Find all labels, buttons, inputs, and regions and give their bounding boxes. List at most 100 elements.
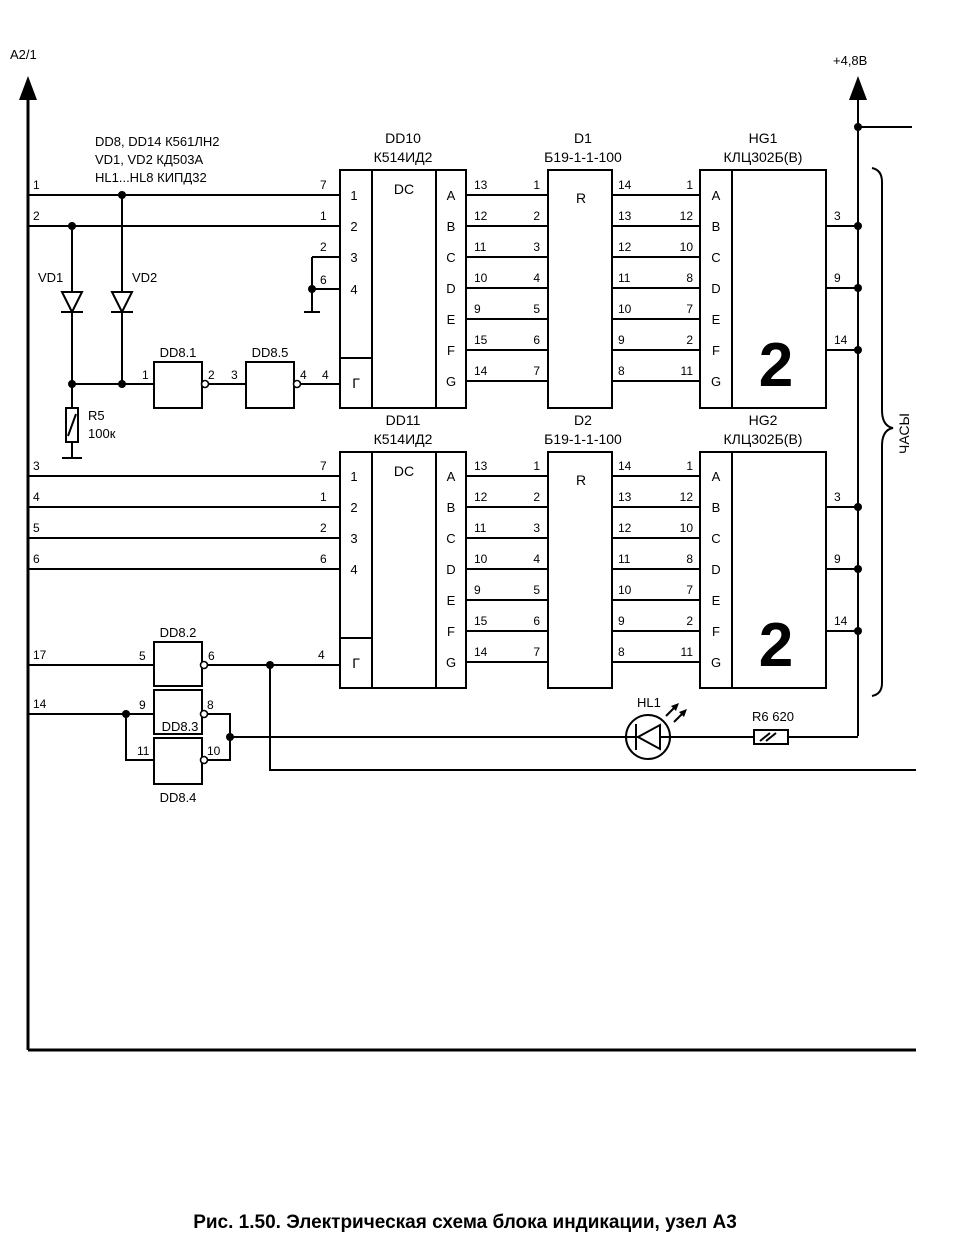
power-rail: +4,8В	[833, 53, 912, 736]
dd8-4-out: 10	[207, 744, 221, 758]
b2-r-in-pin-E: 5	[533, 583, 540, 597]
dd10-strobe-pin: 4	[322, 368, 329, 382]
line-label-17: 17	[33, 648, 47, 662]
b2-common-pin-2: 14	[834, 614, 848, 628]
b2-hg-seg-F: F	[712, 624, 720, 639]
gate-block-dd8: DD8.2 DD8.3 DD8.4 5 6 9 8 11 10	[137, 625, 221, 805]
b1-r-out-pin-B: 13	[618, 209, 632, 223]
b1-dc-pin-D: 10	[474, 271, 488, 285]
b2-hg-pin-B: 12	[680, 490, 694, 504]
dd8-5-in: 3	[231, 368, 238, 382]
diode-vd1: VD1	[38, 226, 84, 408]
b1-r-in-pin-E: 5	[533, 302, 540, 316]
b2-hg-seg-A: A	[712, 469, 721, 484]
d1-func: R	[576, 190, 586, 206]
b1-r-in-pin-G: 7	[533, 364, 540, 378]
dd11-strobe: Г	[352, 655, 360, 671]
dd8-3-out: 8	[207, 698, 214, 712]
b1-r-out-pin-G: 8	[618, 364, 625, 378]
left-bus-arrow-icon	[19, 76, 37, 100]
b1-hg-seg-D: D	[711, 281, 720, 296]
dd11-strobe-pin: 4	[318, 648, 325, 662]
b2-common-pin-0: 3	[834, 490, 841, 504]
b1-dc-pin-B: 12	[474, 209, 488, 223]
b2-dc-seg-F: F	[447, 624, 455, 639]
b1-dc-pin-G: 14	[474, 364, 488, 378]
dd10-input-pin-c: 2	[320, 240, 327, 254]
b2-r-out-pin-E: 10	[618, 583, 632, 597]
dd10-ref: DD10	[385, 130, 421, 146]
display-hg2: HG2 КЛЦ302Б(В) 2	[699, 412, 827, 689]
dd8-1-ref: DD8.1	[160, 345, 197, 360]
hg2-digit: 2	[759, 611, 793, 680]
b1-common-node-2	[854, 346, 862, 354]
b1-dc-pin-F: 15	[474, 333, 488, 347]
b1-dc-seg-F: F	[447, 343, 455, 358]
block2-inputs: 3 4 5 6 7 1 2 6 1 2 3 4	[28, 459, 358, 577]
light-rays-icon	[665, 703, 687, 723]
dd11-input-pin-d: 6	[320, 552, 327, 566]
b2-common-node-0	[854, 503, 862, 511]
r5-label: R5	[88, 408, 105, 423]
b2-r-in-pin-D: 4	[533, 552, 540, 566]
dd8-4-ref: DD8.4	[160, 790, 197, 805]
b1-dc-pin-E: 9	[474, 302, 481, 316]
dd10-type: К514ИД2	[374, 149, 433, 165]
b2-dc-pin-D: 10	[474, 552, 488, 566]
line-label-4: 4	[33, 490, 40, 504]
b1-r-out-pin-A: 14	[618, 178, 632, 192]
b2-common-pin-1: 9	[834, 552, 841, 566]
hg2-ref: HG2	[749, 412, 778, 428]
dd11-in-2: 2	[350, 500, 357, 515]
b2-hg-pin-D: 8	[686, 552, 693, 566]
resistor-array-d2: D2 Б19-1-1-100 R	[544, 412, 622, 689]
b2-hg-pin-G: 11	[681, 645, 694, 659]
b2-hg-seg-D: D	[711, 562, 720, 577]
left-bus-label: A2/1	[10, 47, 37, 62]
b1-hg-seg-A: A	[712, 188, 721, 203]
diode-vd2: VD2	[110, 195, 157, 384]
b2-dc-pin-E: 9	[474, 583, 481, 597]
dd8-2-in: 5	[139, 649, 146, 663]
b2-r-in-pin-F: 6	[533, 614, 540, 628]
note-line-2: VD1, VD2 КД503А	[95, 152, 203, 167]
dd10-input-pin-b: 1	[320, 209, 327, 223]
line-label-14: 14	[33, 697, 47, 711]
hg1-type: КЛЦ302Б(В)	[724, 149, 803, 165]
left-bus: A2/1	[10, 47, 916, 1052]
gate-dd8-5: DD8.5 3 4	[231, 345, 307, 409]
d1-type: Б19-1-1-100	[544, 149, 622, 165]
b1-dc-seg-A: A	[447, 188, 456, 203]
vd2-label: VD2	[132, 270, 157, 285]
b2-dc-seg-E: E	[447, 593, 456, 608]
display-hg1: HG1 КЛЦ302Б(В) 2	[699, 130, 827, 409]
b1-hg-pin-B: 12	[680, 209, 694, 223]
resistor-r6: R6 620	[752, 709, 794, 745]
b2-common-node-1	[854, 565, 862, 573]
dd10-input-pin-d: 6	[320, 273, 327, 287]
b2-dc-seg-C: C	[446, 531, 455, 546]
dd10-in-3: 3	[350, 250, 357, 265]
d2-func: R	[576, 472, 586, 488]
b2-r-in-pin-B: 2	[533, 490, 540, 504]
note-line-3: HL1...HL8 КИПД32	[95, 170, 207, 185]
b1-dc-seg-B: B	[447, 219, 456, 234]
b1-hg-seg-B: B	[712, 219, 721, 234]
dd11-in-1: 1	[350, 469, 357, 484]
hg1-ref: HG1	[749, 130, 778, 146]
dd8-5-ref: DD8.5	[252, 345, 289, 360]
b1-dc-pin-A: 13	[474, 178, 488, 192]
dd11-in-3: 3	[350, 531, 357, 546]
b2-r-in-pin-C: 3	[533, 521, 540, 535]
resistor-array-d1: D1 Б19-1-1-100 R	[544, 130, 622, 409]
b2-dc-seg-D: D	[446, 562, 455, 577]
b1-hg-pin-F: 2	[686, 333, 693, 347]
hg2-type: КЛЦ302Б(В)	[724, 431, 803, 447]
b1-hg-pin-C: 10	[680, 240, 694, 254]
brace-label: ЧАСЫ	[896, 413, 912, 454]
block1-inputs: 1 2 7 1 2 6 1 2 3 4	[28, 178, 358, 313]
b2-r-out-pin-A: 14	[618, 459, 632, 473]
b2-dc-seg-G: G	[446, 655, 456, 670]
dd11-in-4: 4	[350, 562, 357, 577]
